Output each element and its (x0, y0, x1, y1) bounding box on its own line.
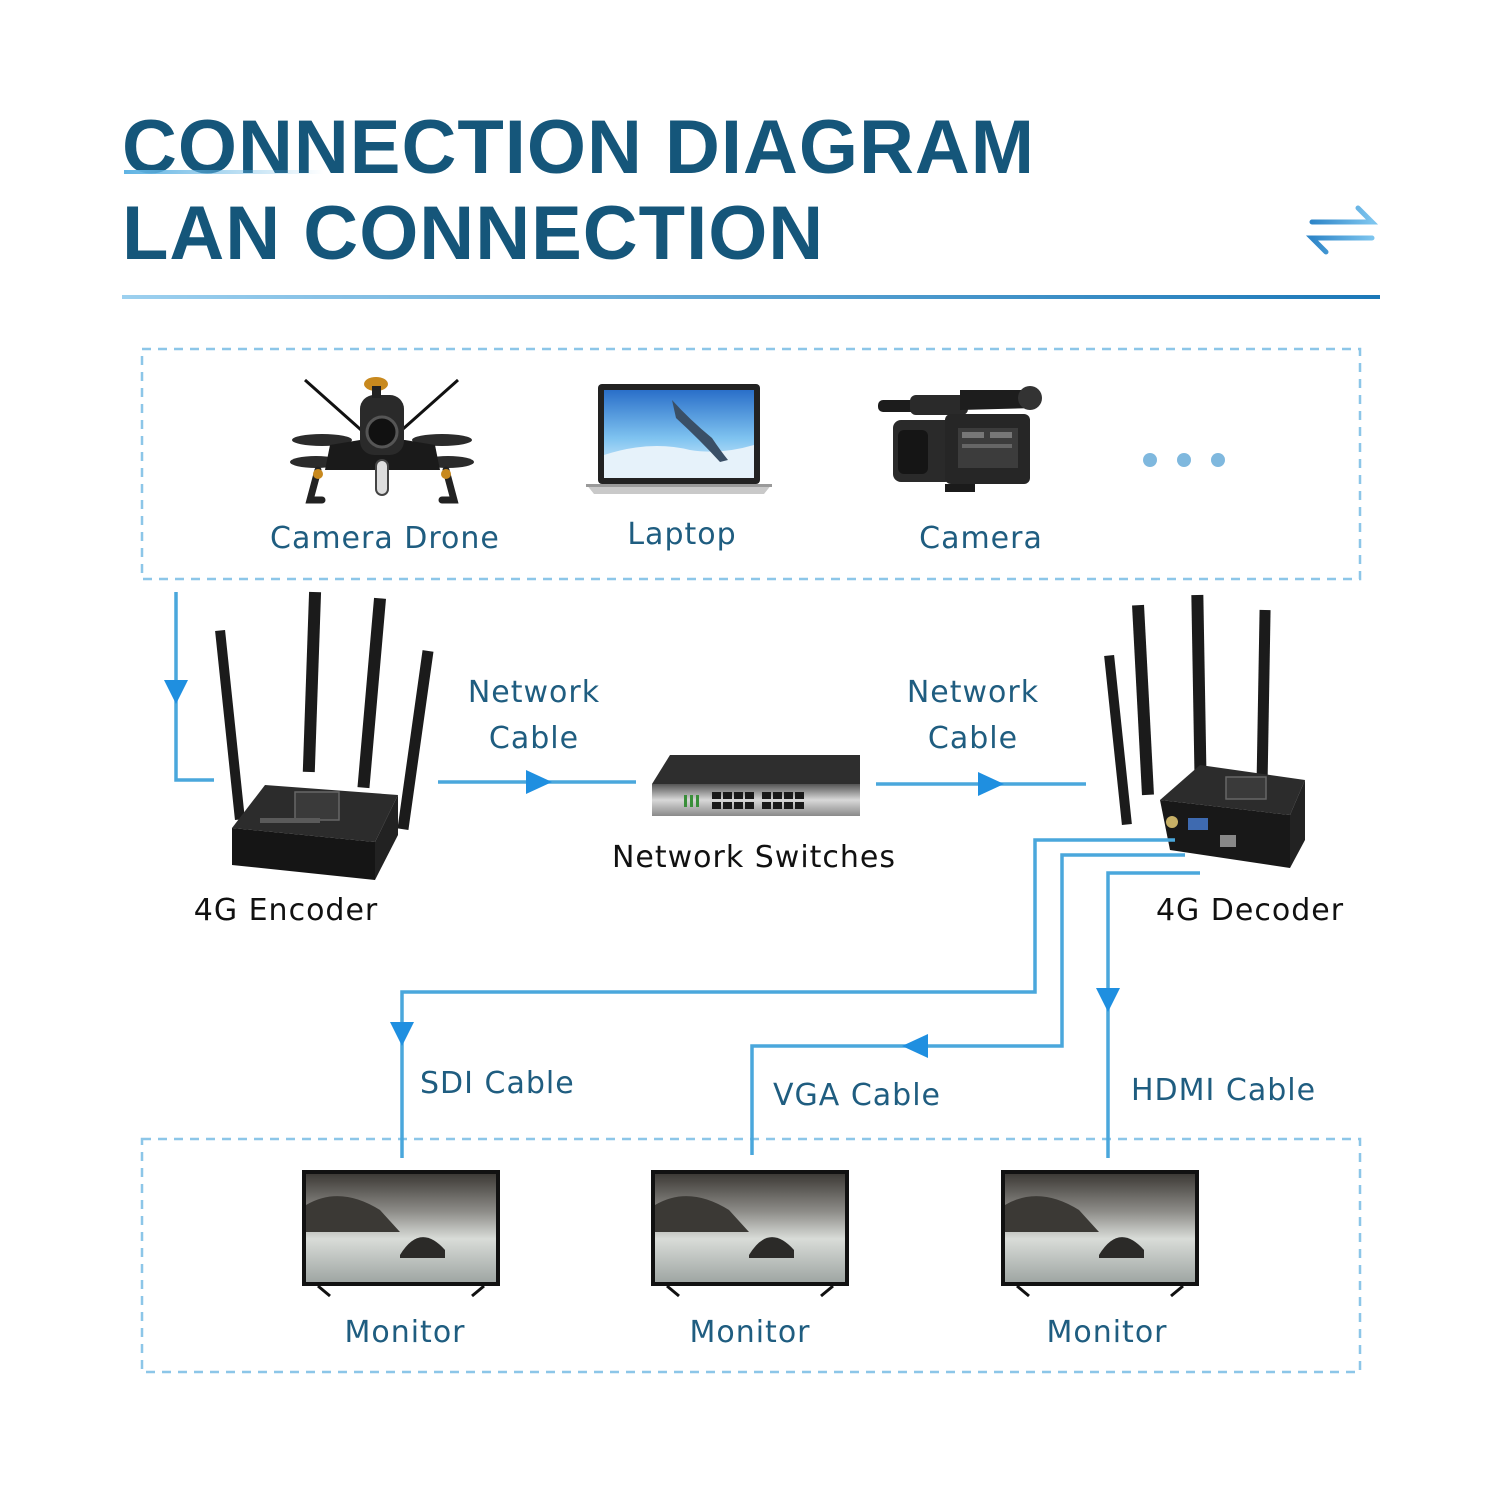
source-label-camera: Camera (919, 521, 1043, 556)
vga-cable-line (750, 853, 1185, 1155)
sources-box (140, 347, 1362, 581)
source-to-encoder-line (174, 592, 214, 782)
header-rule (122, 295, 1380, 299)
hdmi-cable-label: HDMI Cable (1131, 1073, 1317, 1108)
drone-icon (290, 377, 474, 504)
network-switch-device (652, 755, 860, 816)
source-label-laptop: Laptop (627, 517, 737, 552)
switch-label: Network Switches (611, 840, 897, 875)
monitor-3-icon (1001, 1170, 1199, 1298)
vga-cable-label: VGA Cable (773, 1078, 941, 1113)
decoder-device (1104, 594, 1305, 868)
arrow-down-hdmi (1096, 988, 1120, 1012)
diagram-title-line2: LAN CONNECTION (122, 191, 825, 276)
monitor-label-1: Monitor (344, 1315, 466, 1350)
laptop-icon (586, 384, 772, 494)
monitor-2-icon (651, 1170, 849, 1298)
ellipsis-icon (1143, 453, 1225, 467)
monitor-label-2: Monitor (689, 1315, 811, 1350)
arrow-down-sdi (390, 1022, 414, 1046)
hdmi-cable-line (1106, 871, 1200, 1158)
camcorder-icon (878, 386, 1042, 492)
swap-arrows-icon (1305, 205, 1379, 255)
network-cable-right-label: Network Cable (906, 675, 1040, 756)
monitor-label-3: Monitor (1046, 1315, 1168, 1350)
title-accent (124, 170, 324, 174)
arrow-down-encoder (164, 680, 188, 704)
sdi-cable-line (400, 838, 1175, 1158)
arrow-right-right (978, 772, 1004, 796)
encoder-label: 4G Encoder (193, 893, 379, 928)
decoder-label: 4G Decoder (1155, 893, 1345, 928)
arrow-right-left (526, 770, 552, 794)
monitor-1-icon (302, 1170, 500, 1298)
encoder-device (215, 591, 434, 880)
network-cable-left-label: Network Cable (467, 675, 601, 756)
arrow-left-vga (902, 1034, 928, 1058)
sdi-cable-label: SDI Cable (420, 1066, 575, 1101)
source-label-drone: Camera Drone (270, 521, 500, 556)
